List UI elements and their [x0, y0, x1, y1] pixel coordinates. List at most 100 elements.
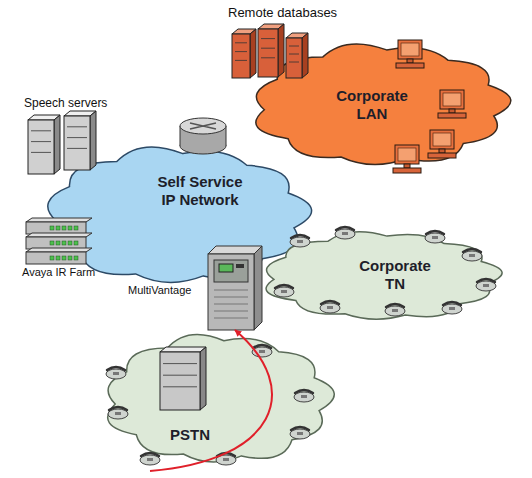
telephone-icon: [469, 254, 475, 257]
server-tower: [235, 60, 247, 61]
rack-led: [50, 256, 54, 260]
server-tower: [261, 48, 275, 49]
telephone-icon: [426, 231, 444, 234]
cloud-outline: [108, 334, 335, 462]
workstation-icon: [396, 40, 424, 68]
server-tower: [278, 24, 284, 77]
telephone-icon: [294, 390, 314, 402]
telephone-icon: [290, 429, 310, 439]
server-tower: [67, 137, 87, 138]
telephone-icon: [147, 458, 153, 461]
cloud-outline: [266, 232, 502, 319]
telephone-icon: [301, 395, 307, 398]
switch-tower: [160, 352, 200, 410]
telephone-icon: [336, 227, 354, 230]
workstation-icon: [449, 109, 455, 113]
signal-arrow: [150, 330, 272, 471]
cloud-label: PSTN: [150, 426, 230, 444]
switch-tower: [200, 347, 206, 410]
rack-led: [74, 256, 78, 260]
workstation-icon: [393, 168, 421, 173]
cabinet-button: [236, 264, 244, 268]
telephone-icon: [443, 302, 461, 305]
rack-led: [56, 256, 60, 260]
server-tower: [289, 46, 299, 47]
telephone-icon: [259, 350, 265, 353]
server-tower: [235, 51, 247, 52]
workstation-icon: [404, 164, 410, 168]
router-icon: [180, 118, 226, 154]
telephone-icon: [297, 432, 303, 435]
telephone-icon: [425, 231, 445, 243]
telephone-icon: [141, 453, 159, 456]
telephone-icon: [385, 304, 405, 316]
rack-unit: [26, 252, 86, 264]
rack-led: [68, 241, 72, 245]
telephone-icon: [449, 307, 455, 310]
server-tower: [67, 148, 87, 149]
cloud-label: Corporate LAN: [322, 87, 422, 123]
server-tower: [289, 54, 299, 55]
switch-tower: [163, 375, 197, 376]
telephone-icon: [113, 372, 119, 375]
rack-led: [56, 226, 60, 230]
server-tower: [31, 152, 51, 153]
telephone-icon: [275, 285, 293, 288]
server-tower: [261, 38, 275, 39]
router-icon: [226, 126, 227, 146]
rack-unit: [26, 237, 86, 249]
server-tower: [261, 57, 275, 58]
telephone-icon: [462, 251, 482, 261]
rack-led: [56, 241, 60, 245]
workstation-icon: [428, 153, 456, 158]
telephone-icon: [115, 412, 121, 415]
telephone-icon: [335, 227, 355, 239]
workstation-icon: [440, 90, 464, 109]
rack-unit: [26, 233, 92, 237]
telephone-icon: [335, 229, 355, 239]
workstation-icon: [438, 90, 466, 118]
server-tower: [258, 29, 278, 77]
telephone-icon: [290, 237, 310, 247]
server-tower: [64, 111, 96, 170]
telephone-icon: [106, 369, 126, 379]
telephone-icon: [140, 453, 160, 465]
telephone-icon: [253, 345, 271, 348]
telephone-icon: [425, 233, 445, 243]
rack-led: [62, 226, 66, 230]
telephone-icon: [342, 232, 348, 235]
telephone-icon: [108, 409, 128, 419]
workstation-icon: [443, 93, 461, 106]
server-tower: [67, 126, 87, 127]
rack-led: [50, 226, 54, 230]
rack-unit: [26, 222, 86, 234]
workstation-icon: [401, 43, 419, 56]
telephone-icon: [476, 281, 496, 291]
telephone-icon: [432, 236, 438, 239]
server-tower: [64, 116, 90, 170]
telephone-icon: [106, 367, 126, 379]
server-tower: [28, 120, 54, 174]
telephone-icon: [297, 240, 303, 243]
pbx-box: MultiVantage: [208, 246, 262, 330]
workstation-icon: [393, 145, 421, 173]
server-tower: [90, 111, 96, 170]
server-tower: [258, 24, 284, 77]
workstation-icon: [398, 40, 422, 59]
cabinet-slot: [214, 318, 248, 319]
telephone-icon: [483, 284, 489, 287]
cabinet-slot: [214, 311, 248, 312]
telephone-icon: [109, 407, 127, 410]
switch-tower: [160, 347, 206, 410]
group-label: Avaya IR Farm: [22, 266, 95, 278]
device-label: MultiVantage: [128, 284, 191, 297]
switch-tower: [163, 363, 197, 364]
telephone-icon: [291, 235, 309, 238]
telephone-icon: [108, 407, 128, 419]
server-tower: [232, 34, 250, 78]
workstation-icon: [428, 130, 456, 158]
cabinet-slot: [214, 297, 248, 298]
telephone-icon: [223, 458, 229, 461]
telephone-icon: [476, 279, 496, 291]
